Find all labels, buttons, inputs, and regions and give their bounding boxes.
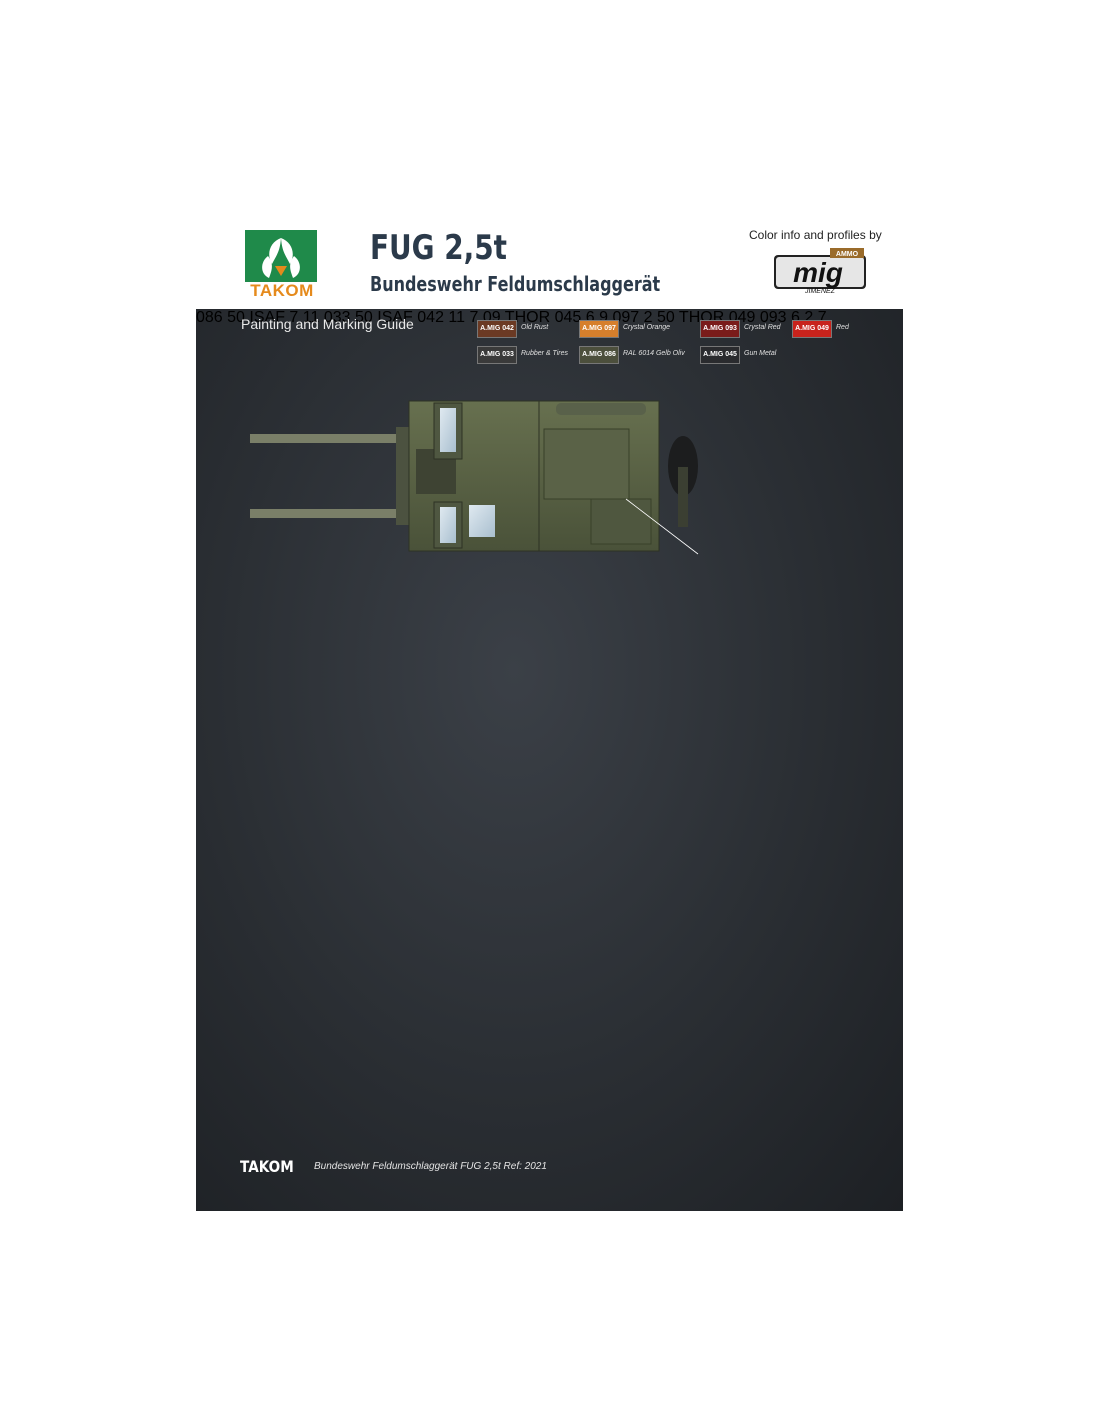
side-view-left-profile: 50 ISAF: [227, 309, 289, 326]
paint-swatch: A.MIG 093: [700, 320, 740, 338]
paint-name: Red: [836, 324, 849, 331]
marking-ref-2: 2: [643, 309, 653, 326]
paint-name: RAL 6014 Gelb Oliv: [623, 350, 685, 357]
paint-swatch: A.MIG 045: [700, 346, 740, 364]
marking-ref-9: 9: [599, 309, 608, 326]
marking-ref-6: 6: [585, 309, 595, 326]
paint-swatch: A.MIG 049: [792, 320, 832, 338]
page-title: FUG 2,5t: [370, 228, 507, 268]
page-subtitle: Bundeswehr Feldumschlaggerät: [370, 272, 661, 296]
footer-brand: TAKOM: [240, 1157, 294, 1176]
marking-ref-6-rear: 6: [791, 309, 800, 326]
mig-logo-ammo-text: AMMO: [836, 251, 859, 258]
marking-ref-7: 7: [289, 309, 299, 326]
marking-ref-7-right: 7: [469, 309, 479, 326]
callout-033: 033: [323, 309, 351, 326]
paint-swatch: A.MIG 033: [477, 346, 517, 364]
callout-093: 093: [759, 309, 787, 326]
paint-name: Rubber & Tires: [521, 350, 569, 357]
paint-name: Gun Metal: [744, 350, 777, 357]
marking-isaf-right: ISAF: [377, 309, 413, 326]
marking-50: 50: [227, 309, 245, 326]
mig-logo-text: mig: [793, 257, 843, 288]
credit-text: Color info and profiles by: [749, 228, 882, 242]
paint-code: A.MIG 086: [582, 351, 616, 358]
marking-50-rear: 50: [656, 309, 675, 326]
callout-097: 097: [612, 309, 640, 326]
paint-code: A.MIG 097: [582, 325, 616, 332]
marking-ref-7-rear: 7: [817, 309, 827, 326]
paint-code: A.MIG 049: [795, 325, 829, 332]
paint-swatch: A.MIG 097: [579, 320, 619, 338]
marking-ref-11: 11: [302, 309, 320, 326]
marking-isaf: ISAF: [249, 309, 285, 326]
guide-title: Painting and Marking Guide: [241, 316, 414, 332]
mig-logo-jimenez-text: JIMENEZ: [804, 288, 836, 295]
callout-086: 086: [196, 309, 223, 326]
paint-name: Old Rust: [521, 324, 549, 331]
vehicle-profiles: [250, 400, 699, 555]
top-view-profile: [250, 400, 698, 552]
takom-logo-text: TAKOM: [250, 281, 314, 300]
side-view-right-profile: 50 ISAF: [355, 309, 417, 326]
callout-045: 045: [554, 309, 582, 326]
marking-ref-2-rear: 2: [804, 309, 814, 326]
footer-reference-text: Bundeswehr Feldumschlaggerät FUG 2,5t Re…: [314, 1161, 547, 1172]
paint-code: A.MIG 093: [703, 325, 737, 332]
callout-042: 042: [417, 309, 444, 326]
paint-code: A.MIG 042: [480, 325, 514, 332]
paint-swatch: A.MIG 086: [579, 346, 619, 364]
painting-guide-panel: Painting and Marking Guide A.MIG 042 Old…: [196, 309, 903, 1211]
mig-logo-icon: AMMO mig JIMENEZ: [774, 248, 866, 295]
paint-name: Crystal Red: [744, 324, 781, 331]
takom-logo-icon: [245, 230, 317, 282]
paint-code: A.MIG 033: [480, 351, 514, 358]
marking-ref-11-right: 11: [448, 309, 466, 326]
paint-code: A.MIG 045: [703, 351, 737, 358]
marking-50-right: 50: [355, 309, 373, 326]
paint-swatch: A.MIG 042: [477, 320, 517, 338]
paint-name: Crystal Orange: [623, 324, 671, 331]
